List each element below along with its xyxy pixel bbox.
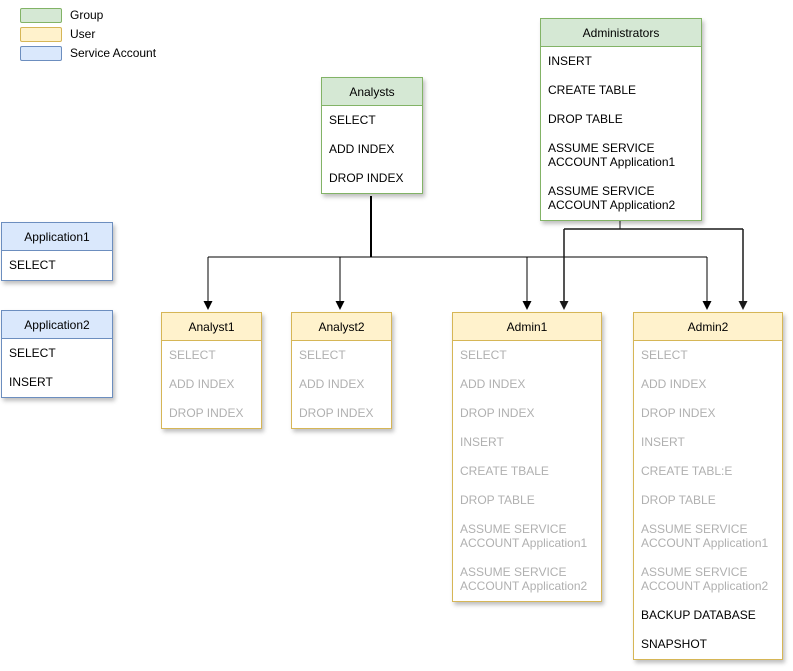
permission-item: DROP INDEX	[299, 406, 374, 420]
permission-item: ASSUME SERVICE ACCOUNT Application2	[641, 565, 769, 593]
permission-item: DROP TABLE	[460, 493, 535, 507]
node-title: Analyst1	[162, 313, 261, 341]
node-title: Administrators	[541, 19, 701, 47]
permission-item: INSERT	[548, 54, 592, 68]
node-title: Application1	[2, 223, 112, 251]
permission-item: ASSUME SERVICE ACCOUNT Application1	[548, 141, 676, 169]
permission-item: ASSUME SERVICE ACCOUNT Application1	[641, 522, 769, 550]
permission-item: ADD INDEX	[460, 377, 526, 391]
permission-item: ADD INDEX	[169, 377, 235, 391]
legend-user-label: User	[70, 27, 96, 41]
node-analyst2: Analyst2 SELECT ADD INDEX DROP INDEX	[291, 312, 392, 429]
legend-service-account-label: Service Account	[70, 46, 157, 60]
legend-group-label: Group	[70, 8, 104, 22]
permission-item: INSERT	[460, 435, 504, 449]
node-application2: Application2 SELECT INSERT	[1, 310, 113, 398]
permission-item: DROP INDEX	[460, 406, 535, 420]
permission-item: DROP INDEX	[329, 171, 404, 185]
permission-item: ASSUME SERVICE ACCOUNT Application2	[460, 565, 588, 593]
permission-item: INSERT	[641, 435, 685, 449]
permission-list: SELECT ADD INDEX DROP INDEX INSERT CREATE TA…	[634, 341, 782, 659]
permission-list: SELECT ADD INDEX DROP INDEX INSERT CREATE TB…	[453, 341, 601, 601]
permission-item: DROP TABLE	[548, 112, 623, 126]
permission-item: ASSUME SERVICE ACCOUNT Application1	[460, 522, 588, 550]
legend-group-swatch	[20, 8, 62, 23]
permission-item: ASSUME SERVICE ACCOUNT Application2	[548, 184, 676, 212]
permission-item: DROP INDEX	[169, 406, 244, 420]
permission-list: SELECT	[2, 251, 112, 280]
permission-item: SELECT	[460, 348, 507, 362]
permission-item: CREATE TBALE	[460, 464, 549, 478]
node-admin1: Admin1 SELECT ADD INDEX DROP INDEX INSERT CR…	[452, 312, 602, 602]
legend-service-account-swatch	[20, 46, 62, 61]
permission-item: SELECT	[329, 113, 376, 127]
permission-list: SELECT ADD INDEX DROP INDEX	[292, 341, 391, 428]
node-analysts: Analysts SELECT ADD INDEX DROP INDEX	[321, 77, 423, 194]
permission-item: SELECT	[9, 346, 56, 360]
permission-item: DROP INDEX	[641, 406, 716, 420]
node-admin2: Admin2 SELECT ADD INDEX DROP INDEX INSERT CR…	[633, 312, 783, 660]
node-title: Application2	[2, 311, 112, 339]
permission-item: BACKUP DATABASE	[641, 608, 756, 622]
permission-item: ADD INDEX	[641, 377, 707, 391]
permission-item: SELECT	[299, 348, 346, 362]
permission-list: SELECT INSERT	[2, 339, 112, 397]
permission-item: SNAPSHOT	[641, 637, 708, 651]
node-administrators: Administrators INSERT CREATE TABLE DROP TA…	[540, 18, 702, 221]
node-title: Analysts	[322, 78, 422, 106]
node-title: Admin2	[634, 313, 782, 341]
legend-user-swatch	[20, 27, 62, 42]
node-title: Admin1	[453, 313, 601, 341]
permission-list: INSERT CREATE TABLE DROP TABLE ASSUME SERVI…	[541, 47, 701, 220]
permission-item: CREATE TABLE	[548, 83, 637, 97]
permission-item: ADD INDEX	[329, 142, 395, 156]
node-title: Analyst2	[292, 313, 391, 341]
node-analyst1: Analyst1 SELECT ADD INDEX DROP INDEX	[161, 312, 262, 429]
permission-list: SELECT ADD INDEX DROP INDEX	[162, 341, 261, 428]
node-application1: Application1 SELECT	[1, 222, 113, 281]
permission-item: CREATE TABL:E	[641, 464, 733, 478]
permission-item: DROP TABLE	[641, 493, 716, 507]
permission-list: SELECT ADD INDEX DROP INDEX	[322, 106, 422, 193]
permission-item: SELECT	[9, 258, 56, 272]
permission-item: SELECT	[641, 348, 688, 362]
permission-item: SELECT	[169, 348, 216, 362]
permission-item: ADD INDEX	[299, 377, 365, 391]
permission-item: INSERT	[9, 375, 53, 389]
